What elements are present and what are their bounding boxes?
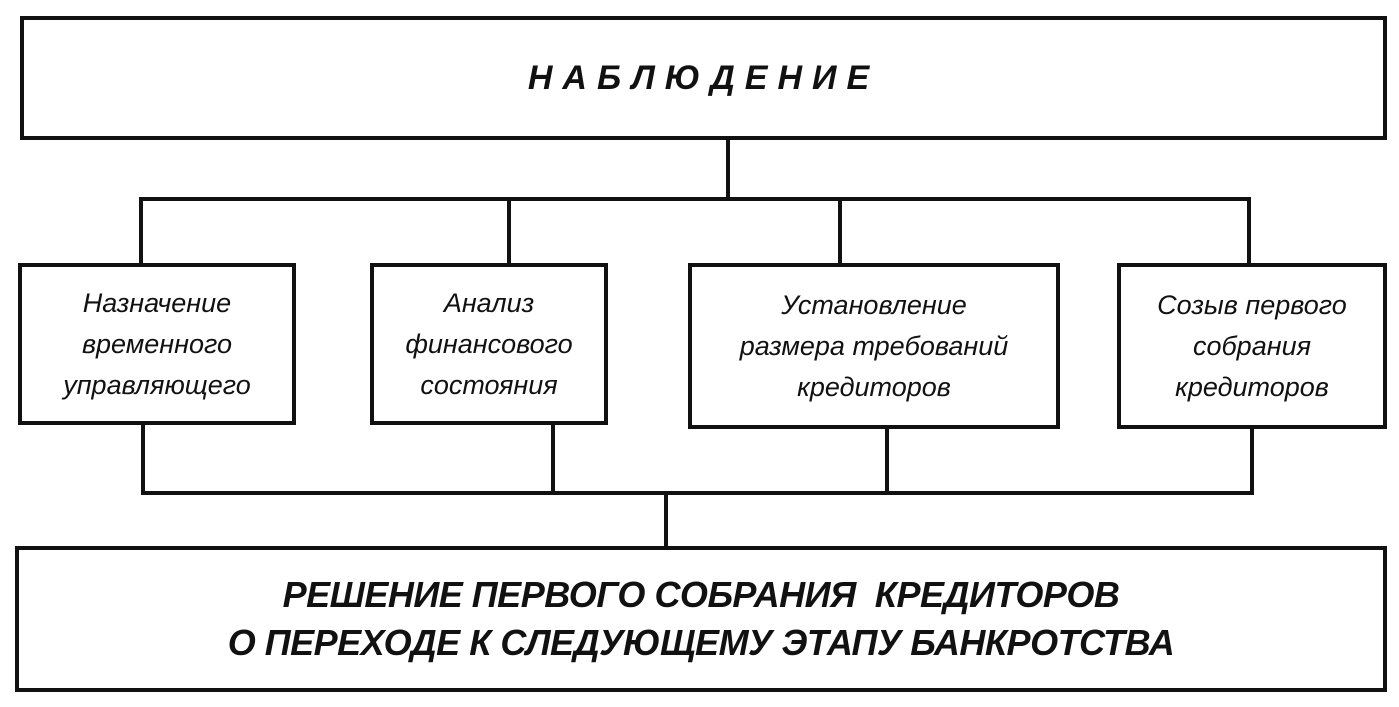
step-3-line-2: размера требований xyxy=(739,330,1009,361)
observation-box: НАБЛЮДЕНИЕ xyxy=(20,16,1387,140)
observation-title: НАБЛЮДЕНИЕ xyxy=(527,58,880,97)
step-3-line-3: кредиторов xyxy=(797,371,951,402)
step-4-line-2: собрания xyxy=(1192,330,1312,361)
connector-top-drop-1 xyxy=(139,197,143,267)
connector-bottom-vertical xyxy=(664,491,668,548)
step-3-line-1: Установление xyxy=(781,289,967,320)
step-box-creditor-claims: Установление размера требований кредитор… xyxy=(688,263,1060,429)
connector-top-drop-4 xyxy=(1247,197,1251,267)
connector-top-vertical xyxy=(726,140,730,197)
connector-top-drop-3 xyxy=(838,197,842,267)
connector-bottom-rise-3 xyxy=(885,429,889,495)
connector-top-horizontal xyxy=(139,197,1251,201)
decision-line-1: РЕШЕНИЕ ПЕРВОГО СОБРАНИЯ КРЕДИТОРОВ xyxy=(282,574,1120,615)
connector-bottom-horizontal xyxy=(141,491,1254,495)
connector-top-drop-2 xyxy=(507,197,511,267)
step-4-line-1: Созыв первого xyxy=(1157,289,1347,320)
step-4-line-3: кредиторов xyxy=(1175,371,1329,402)
step-1-line-3: управляющего xyxy=(63,369,251,400)
connector-bottom-rise-1 xyxy=(141,425,145,495)
decision-line-2: О ПЕРЕХОДЕ К СЛЕДУЮЩЕМУ ЭТАПУ БАНКРОТСТВ… xyxy=(227,622,1175,663)
step-box-temporary-manager: Назначение временного управляющего xyxy=(18,263,296,425)
step-box-first-meeting: Созыв первого собрания кредиторов xyxy=(1117,263,1387,429)
step-box-financial-analysis: Анализ финансового состояния xyxy=(370,263,608,425)
step-2-line-3: состояния xyxy=(420,369,558,400)
step-1-line-1: Назначение xyxy=(82,287,232,318)
step-2-line-1: Анализ xyxy=(443,287,535,318)
connector-bottom-rise-2 xyxy=(551,425,555,495)
connector-bottom-rise-4 xyxy=(1250,429,1254,495)
step-2-line-2: финансового xyxy=(405,328,573,359)
step-1-line-2: временного xyxy=(81,328,233,359)
decision-box: РЕШЕНИЕ ПЕРВОГО СОБРАНИЯ КРЕДИТОРОВ О ПЕ… xyxy=(15,546,1387,692)
